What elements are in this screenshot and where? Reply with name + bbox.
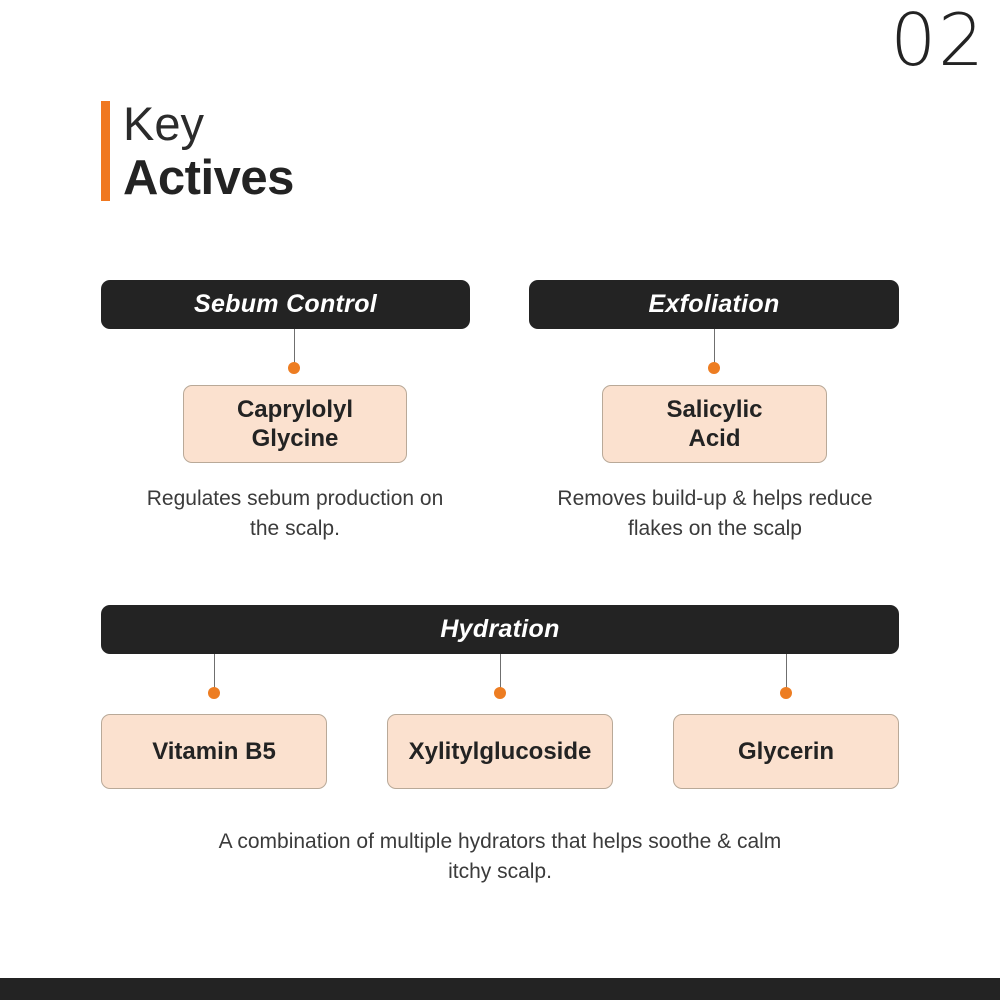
page-number: 02 [890,0,986,82]
connector-line-vitamin-b5 [214,654,215,693]
description-hydration: A combination of multiple hydrators that… [218,830,782,883]
connector-line-sebum-control [294,329,295,368]
connector-line-xylitylglucoside [500,654,501,693]
ingredient-label-line2: Acid [688,425,741,452]
ingredient-box-salicylic-acid[interactable]: Salicylic Acid [602,385,827,463]
ingredient-label-caprylolyl-glycine: Caprylolyl Glycine [237,395,353,453]
title-line-actives: Actives [123,151,294,205]
title-text-group: Key Actives [123,97,294,206]
ingredient-label-line1: Caprylolyl [236,396,354,423]
ingredient-label-line2: Glycine [251,425,339,452]
connector-line-exfoliation [714,329,715,368]
category-bar-hydration[interactable]: Hydration [101,605,899,654]
ingredient-box-caprylolyl-glycine[interactable]: Caprylolyl Glycine [183,385,407,463]
description-exfoliation: Removes build-up & helps reduce flakes o… [557,487,873,540]
description-sebum-control: Regulates sebum production on the scalp. [146,487,444,540]
ingredient-box-vitamin-b5[interactable]: Vitamin B5 [101,714,327,789]
ingredient-label-salicylic-acid: Salicylic Acid [666,395,762,453]
connector-dot-vitamin-b5 [208,687,220,699]
ingredient-box-glycerin[interactable]: Glycerin [673,714,899,789]
category-bar-sebum-control[interactable]: Sebum Control [101,280,470,329]
connector-dot-xylitylglucoside [494,687,506,699]
title-accent-rule [101,101,110,201]
category-bar-exfoliation[interactable]: Exfoliation [529,280,899,329]
connector-dot-exfoliation [708,362,720,374]
connector-dot-glycerin [780,687,792,699]
connector-dot-sebum-control [288,362,300,374]
ingredient-label-line1: Salicylic [666,396,763,423]
connector-line-glycerin [786,654,787,693]
footer-bar [0,978,1000,1000]
title-line-key: Key [123,97,204,150]
ingredient-box-xylitylglucoside[interactable]: Xylitylglucoside [387,714,613,789]
